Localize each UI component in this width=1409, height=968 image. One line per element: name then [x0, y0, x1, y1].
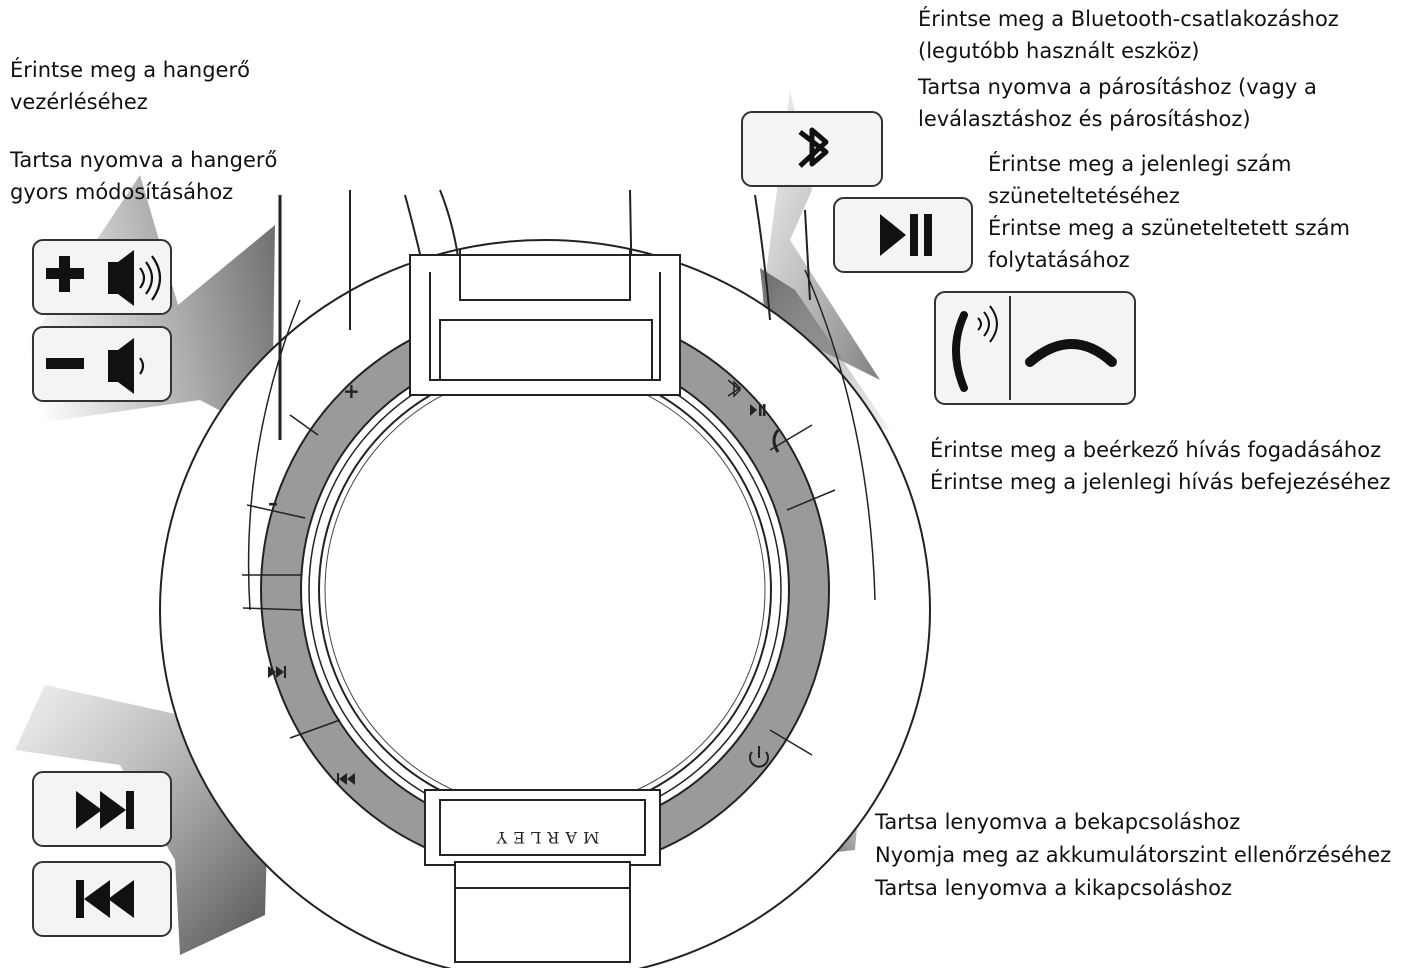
lower-hinge: [424, 789, 661, 963]
call-line-2: Érintse meg a jelenlegi hívás befejezésé…: [930, 470, 1391, 494]
bluetooth-label: Érintse meg a Bluetooth-csatlakozáshoz (…: [918, 3, 1339, 135]
volume-up-icon: [108, 250, 162, 306]
volume-up-button[interactable]: [32, 239, 172, 315]
volume-tap-line-1: Érintse meg a hangerő: [10, 58, 250, 82]
playpause-line-3: Érintse meg a szüneteltetett szám: [988, 216, 1350, 240]
volume-tap-line-2: vezérléséhez: [10, 90, 148, 114]
volume-hold-line-2: gyors módosításához: [10, 180, 234, 204]
call-label: Érintse meg a beérkező hívás fogadásához…: [930, 434, 1391, 498]
volume-tap-label: Érintse meg a hangerő vezérléséhez: [10, 54, 250, 118]
bluetooth-line-1: Érintse meg a Bluetooth-csatlakozáshoz: [918, 7, 1339, 31]
volume-down-icon: [108, 338, 145, 394]
playpause-line-2: szüneteltetéséhez: [988, 184, 1180, 208]
playpause-line-4: folytatásához: [988, 248, 1130, 272]
power-label: Tartsa lenyomva a bekapcsoláshoz Nyomja …: [875, 806, 1391, 905]
phone-hangup-icon: [1025, 339, 1117, 367]
brand-logo: MARLEY: [491, 828, 600, 847]
volume-hold-line-1: Tartsa nyomva a hangerő: [10, 148, 278, 172]
call-line-1: Érintse meg a beérkező hívás fogadásához: [930, 438, 1382, 462]
ring-markings: + – MARLEY: [268, 379, 780, 847]
bluetooth-line-2: (legutóbb használt eszköz): [918, 39, 1200, 63]
bluetooth-line-4: leválasztáshoz és párosításhoz): [918, 107, 1251, 131]
skip-forward-icon: [76, 791, 134, 829]
skip-back-button[interactable]: [32, 861, 172, 937]
ring-plus-mark: +: [343, 379, 360, 403]
phone-ringing-icon: [952, 305, 998, 392]
play-pause-button[interactable]: [833, 197, 973, 273]
playpause-line-1: Érintse meg a jelenlegi szám: [988, 152, 1292, 176]
power-line-3: Tartsa lenyomva a kikapcsoláshoz: [875, 876, 1233, 900]
bluetooth-button[interactable]: [741, 111, 883, 187]
play-pause-icon: [880, 214, 932, 256]
ring-minus-mark: –: [268, 491, 278, 515]
call-button[interactable]: [934, 291, 1136, 405]
upper-hinge: [409, 250, 681, 396]
skip-forward-button[interactable]: [32, 771, 172, 847]
playpause-label: Érintse meg a jelenlegi szám szüneteltet…: [988, 148, 1350, 276]
volume-hold-label: Tartsa nyomva a hangerő gyors módosításá…: [10, 144, 277, 208]
bluetooth-line-3: Tartsa nyomva a párosításhoz (vagy a: [918, 75, 1317, 99]
power-line-2: Nyomja meg az akkumulátorszint ellenőrzé…: [875, 843, 1392, 867]
bluetooth-icon: [798, 127, 829, 168]
skip-back-icon: [76, 880, 134, 918]
volume-down-button[interactable]: [32, 326, 172, 402]
power-line-1: Tartsa lenyomva a bekapcsoláshoz: [875, 810, 1241, 834]
